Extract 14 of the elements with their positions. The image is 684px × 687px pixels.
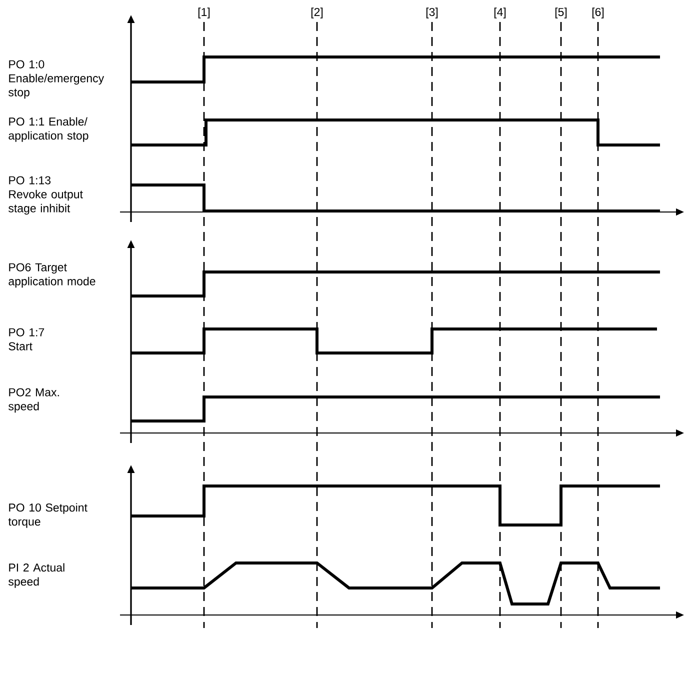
marker-label: [1] — [198, 8, 210, 18]
signal-label: PO 1:13 Revoke output stage inhibit — [8, 176, 83, 215]
marker-label: [3] — [426, 8, 438, 18]
marker-label: [6] — [592, 8, 604, 18]
signal-label: PO 1:0 Enable/emergency stop — [8, 60, 104, 99]
marker-label: [2] — [311, 8, 323, 18]
signal-label: PO 10 Setpoint torque — [8, 503, 88, 528]
signal-label: PO6 Target application mode — [8, 263, 96, 288]
signal-label: PO 1:1 Enable/ application stop — [8, 117, 88, 142]
marker-label: [4] — [494, 8, 506, 18]
signal-label: PO 1:7 Start — [8, 328, 44, 350]
signal-label: PI 2 Actual speed — [8, 563, 64, 588]
marker-label: [5] — [555, 8, 567, 18]
signal-label: PO2 Max. speed — [8, 388, 59, 413]
